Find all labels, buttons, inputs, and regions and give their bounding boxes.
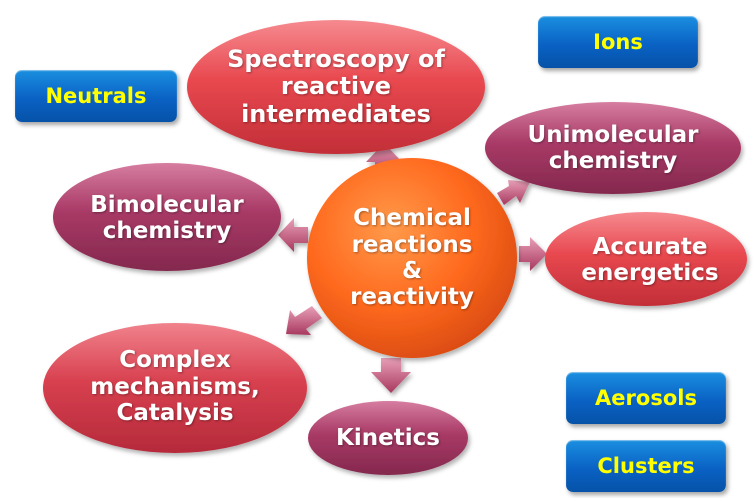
ellipse-bimolecular xyxy=(53,163,281,271)
label-kinetics: Kinetics xyxy=(336,424,440,451)
arrow-to-kinetics xyxy=(371,358,411,393)
ellipse-complex xyxy=(43,323,307,453)
box-ions: Ions xyxy=(538,16,698,68)
label-spectroscopy: Spectroscopy of reactive intermediates xyxy=(227,44,445,128)
arrow-to-unimolecular xyxy=(497,180,530,205)
ellipse-kinetics xyxy=(308,401,468,475)
label-bimolecular: Bimolecular chemistry xyxy=(90,191,244,244)
center-circle xyxy=(307,158,517,358)
label-unimolecular: Unimolecular chemistry xyxy=(527,121,699,174)
arrow-to-energetics xyxy=(519,237,547,271)
box-clusters: Clusters xyxy=(566,440,726,492)
label-complex: Complex mechanisms, Catalysis xyxy=(90,347,260,427)
ellipse-unimolecular xyxy=(485,102,741,194)
label-center: Chemical reactions & reactivity xyxy=(350,205,474,311)
label-energetics: Accurate energetics xyxy=(581,233,719,286)
ellipse-spectroscopy xyxy=(187,20,485,154)
ellipse-energetics xyxy=(545,212,747,306)
box-neutrals: Neutrals xyxy=(15,70,177,122)
box-aerosols: Aerosols xyxy=(566,372,726,424)
arrow-to-bimolecular xyxy=(278,218,308,252)
arrow-to-complex xyxy=(286,306,322,335)
